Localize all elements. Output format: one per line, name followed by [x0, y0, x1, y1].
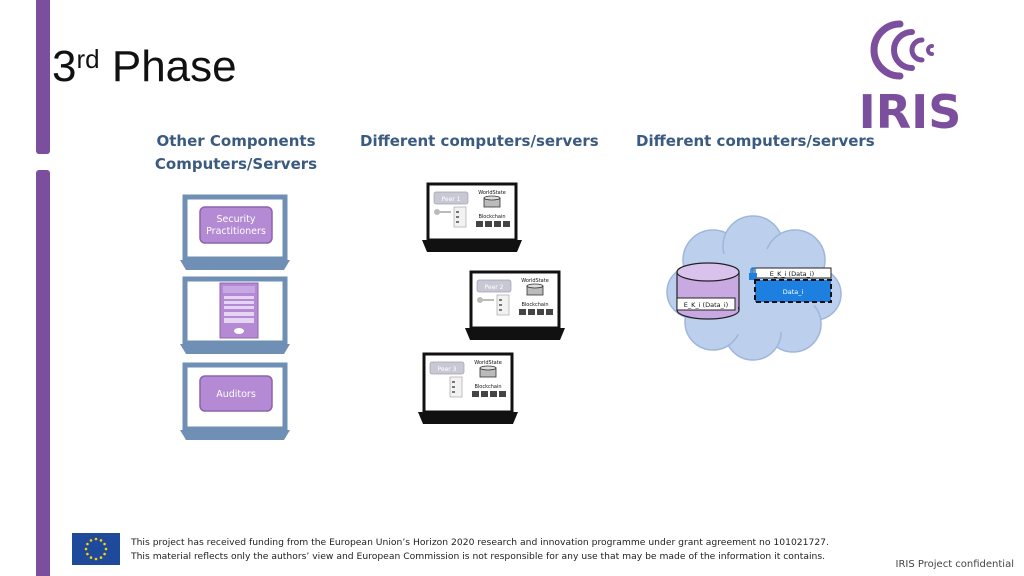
- svg-text:WorldState: WorldState: [474, 360, 502, 366]
- slide-title: 3rd Phase: [52, 42, 237, 91]
- laptop-peer-3: Peer 3 WorldState Blockchain: [418, 352, 518, 424]
- security-practitioners-box: [199, 206, 273, 244]
- auditors-box: [199, 375, 273, 412]
- logo-text: IRIS: [859, 85, 962, 132]
- svg-text:Peer 3: Peer 3: [438, 366, 457, 373]
- svg-text:Blockchain: Blockchain: [474, 384, 501, 390]
- laptop-peer-1: Peer 1 WorldState Blockchain: [422, 182, 522, 252]
- confidential-label: IRIS Project confidential: [895, 559, 1014, 570]
- iris-logo: IRIS: [859, 20, 962, 132]
- column-heading-computers-middle: Different computers/servers: [360, 132, 599, 150]
- svg-text:Practitioners: Practitioners: [206, 226, 266, 237]
- svg-text:Auditors: Auditors: [216, 389, 256, 400]
- svg-text:WorldState: WorldState: [478, 190, 506, 196]
- cloud-storage: E_K_i (Data_i) E_K_i (Data_i) Data_i: [666, 215, 842, 361]
- accent-bar-bottom: [36, 170, 50, 576]
- svg-text:Peer 1: Peer 1: [442, 196, 461, 203]
- funding-statement: This project has received funding from t…: [131, 537, 829, 562]
- accent-bar-top: [36, 0, 50, 154]
- laptop-security-practitioners: Security Practitioners: [180, 194, 290, 270]
- encrypted-data-block: [754, 279, 832, 303]
- laptop-auditors: Auditors: [180, 362, 290, 440]
- laptop-other-component: [180, 276, 290, 354]
- svg-text:Data_i: Data_i: [783, 288, 804, 296]
- eu-flag-icon: [72, 533, 120, 565]
- svg-text:Blockchain: Blockchain: [478, 214, 505, 220]
- svg-text:Security: Security: [216, 214, 255, 225]
- svg-text:WorldState: WorldState: [521, 278, 549, 284]
- svg-text:Peer 2: Peer 2: [485, 284, 504, 291]
- lock-icon: [749, 273, 757, 280]
- svg-text:E_K_i (Data_i): E_K_i (Data_i): [684, 301, 728, 309]
- svg-text:E_K_i (Data_i): E_K_i (Data_i): [770, 270, 814, 278]
- laptop-peer-2: Peer 2 WorldState Blockchain: [465, 270, 565, 340]
- column-heading-computers-right: Different computers/servers: [636, 132, 875, 150]
- column-heading-other-components: Other Components Computers/Servers: [154, 132, 318, 173]
- svg-text:Blockchain: Blockchain: [521, 302, 548, 308]
